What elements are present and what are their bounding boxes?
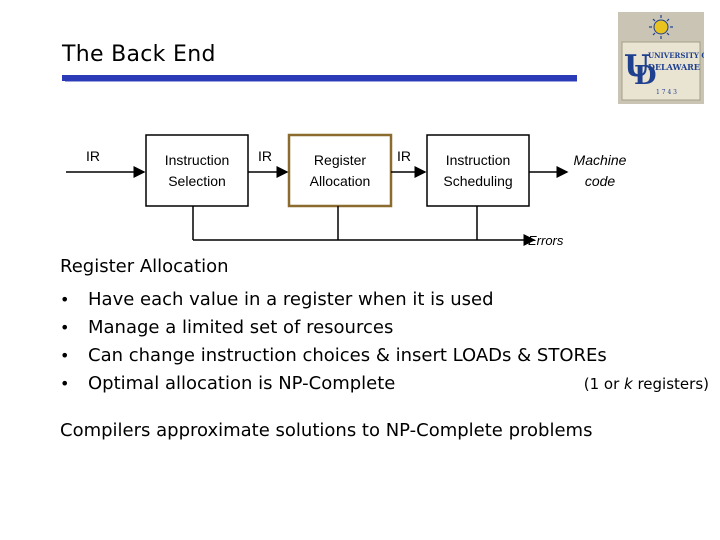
bullet-list: •Have each value in a register when it i… <box>60 286 709 398</box>
bullet-icon: • <box>60 374 70 393</box>
university-logo: U D UNIVERSITY OF DELAWARE 1 7 4 3 <box>618 12 704 104</box>
list-item: •Manage a limited set of resources <box>60 314 700 342</box>
logo-middle-text: DELAWARE <box>648 62 700 72</box>
ir-label-after-allocation: IR <box>397 148 411 164</box>
slide-title: The Back End <box>62 42 216 67</box>
svg-text:D: D <box>634 61 657 91</box>
list-item: •Can change instruction choices & insert… <box>60 342 700 370</box>
title-underline-shadow <box>65 81 577 82</box>
bullet-icon: • <box>60 290 70 309</box>
backend-pipeline-diagram <box>66 133 569 246</box>
closing-statement: Compilers approximate solutions to NP-Co… <box>60 420 593 441</box>
logo-year-text: 1 7 4 3 <box>656 89 677 96</box>
instruction-selection-box <box>145 134 249 207</box>
register-allocation-box <box>287 133 393 208</box>
logo-top-text: UNIVERSITY OF <box>648 51 704 60</box>
list-item: •Optimal allocation is NP-Complete (1 or… <box>60 370 709 398</box>
registers-note: (1 or k registers) <box>583 375 709 393</box>
title-underline <box>62 75 577 81</box>
list-item: •Have each value in a register when it i… <box>60 286 700 314</box>
ir-label-after-selection: IR <box>258 148 272 164</box>
bullet-icon: • <box>60 346 70 365</box>
errors-label: Errors <box>528 233 564 248</box>
instruction-scheduling-box <box>426 134 530 207</box>
bullet-icon: • <box>60 318 70 337</box>
ir-label-input: IR <box>86 148 100 164</box>
sun-icon <box>649 15 673 39</box>
svg-text:U: U <box>624 49 650 84</box>
section-title: Register Allocation <box>60 256 229 277</box>
